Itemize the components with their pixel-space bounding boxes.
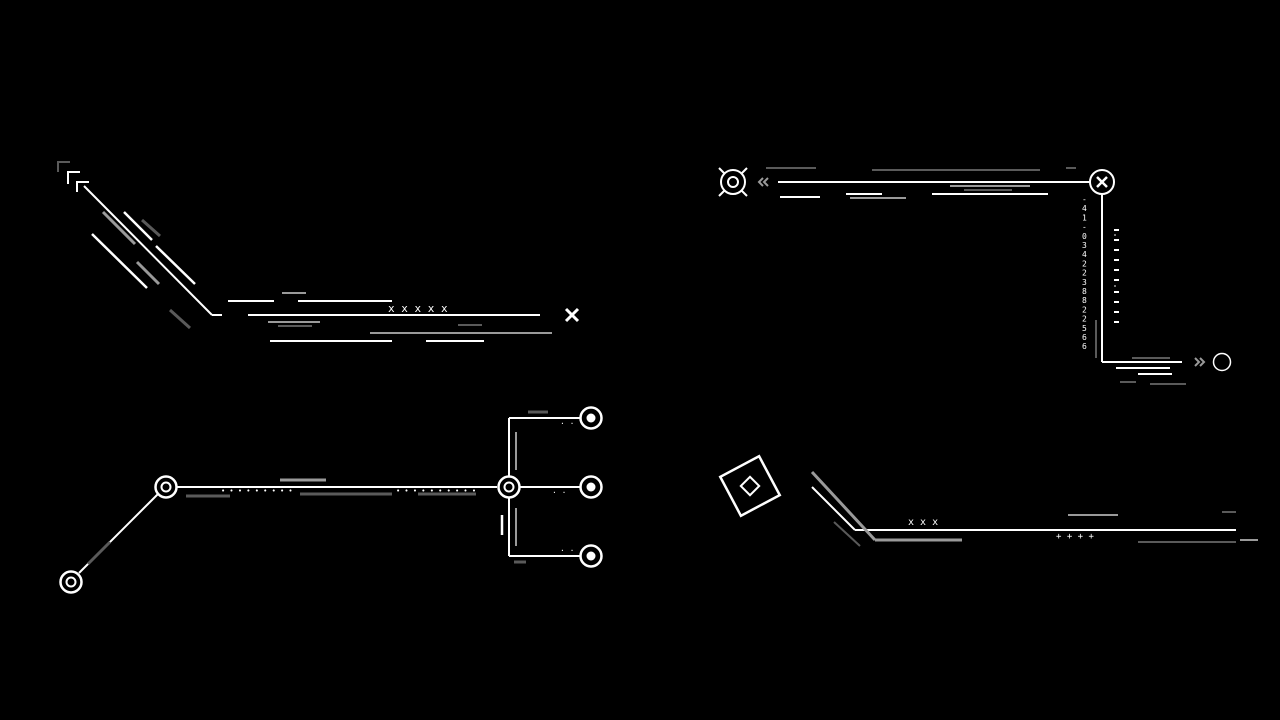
crosshair-target-icon xyxy=(718,167,748,197)
node-ring-icon xyxy=(497,475,521,499)
scale-digit: 4 xyxy=(1082,204,1087,213)
scale-digit: 6 xyxy=(1082,342,1087,351)
node-dot-icon xyxy=(579,544,603,568)
double-chevron-right-icon xyxy=(1194,357,1206,367)
node-dot-icon xyxy=(579,475,603,499)
scale-digit: 8 xyxy=(1082,287,1087,296)
diamond-square-icon xyxy=(718,454,782,518)
hud-widget-bottom-right: x x x + + + + xyxy=(718,454,1258,547)
small-dot-pair: · · xyxy=(560,419,574,428)
plus-mark-row: + + + + xyxy=(1056,532,1095,542)
double-chevron-left-icon xyxy=(757,177,769,187)
x-mark-row: x x x x x xyxy=(388,302,448,315)
plus-marker-icon xyxy=(564,307,580,323)
small-dot-pair: · · xyxy=(552,488,566,497)
scale-digit: - xyxy=(1082,195,1087,204)
circle-x-icon xyxy=(1089,169,1115,195)
scale-digit: 1 xyxy=(1082,213,1087,222)
circle-icon xyxy=(1212,352,1232,372)
scale-digit: 6 xyxy=(1082,333,1087,342)
scale-digit: - xyxy=(1082,223,1087,232)
scale-digit: 8 xyxy=(1082,296,1087,305)
scale-digit: 0 xyxy=(1082,232,1087,241)
bracket-diagonal xyxy=(811,486,856,531)
chevron-marker-icon xyxy=(57,161,89,192)
main-diagonal-line xyxy=(83,185,213,316)
scale-digit: 3 xyxy=(1082,278,1087,287)
hud-widget-top-left: x x x x x xyxy=(57,161,580,342)
hud-widget-bottom-left: • • • • • • • • • • • • • • • • • • • · … xyxy=(59,406,603,594)
dot-row: • • • • • • • • • xyxy=(221,487,293,495)
x-mark-row: x x x xyxy=(908,517,938,528)
dot-row: • • • • • • • • • • xyxy=(396,487,476,495)
scale-digit: 2 xyxy=(1082,305,1087,314)
scale-digit: 4 xyxy=(1082,250,1087,259)
node-ring-icon xyxy=(154,475,178,499)
small-dot-pair: · · xyxy=(560,546,574,555)
diagonal-accent xyxy=(91,233,148,289)
scale-digit: 2 xyxy=(1082,259,1087,268)
node-dot-icon xyxy=(579,406,603,430)
scale-digit: 3 xyxy=(1082,241,1087,250)
scale-digit: 5 xyxy=(1082,324,1087,333)
scale-digit: 2 xyxy=(1082,315,1087,324)
tick-scale xyxy=(1114,229,1119,323)
node-ring-icon xyxy=(59,570,83,594)
scale-digit: 2 xyxy=(1082,269,1087,278)
